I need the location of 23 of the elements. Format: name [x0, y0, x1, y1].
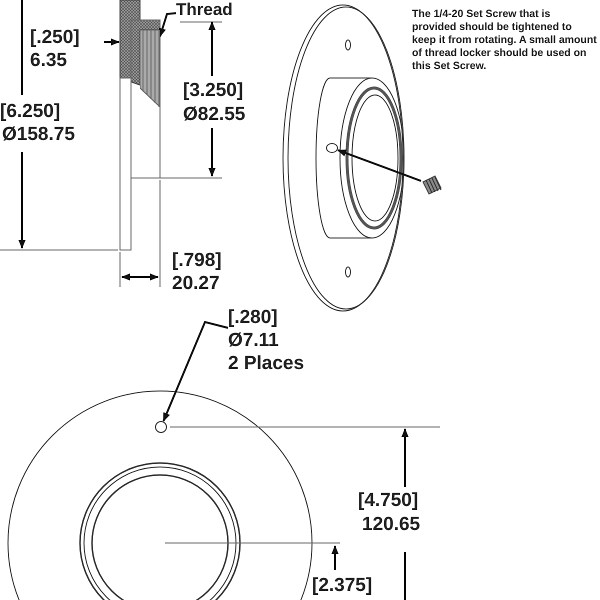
thread-section [140, 30, 160, 107]
dimension-text: [3.250] [183, 80, 244, 102]
set-screw-drawing [421, 174, 443, 196]
callout-text: Thread [176, 0, 234, 19]
note-text: The 1/4-20 Set Screw that is provided should be tightened to keep it from rotating. A small amount of thread locker should be used on this Set Screw. [412, 8, 597, 73]
dimension-text: 6.35 [30, 50, 67, 72]
dimension-text: 20.27 [172, 273, 220, 295]
callout-text: [.280] [228, 306, 279, 329]
mounting-hole [155, 421, 167, 433]
dimension-text: Ø158.75 [2, 124, 75, 146]
dimension-text: [6.250] [0, 101, 60, 123]
dimension-text: [.798] [172, 250, 222, 272]
leader-arrow [162, 320, 228, 422]
dimension-text: 120.65 [362, 514, 420, 536]
callout-text: Ø7.11 [228, 329, 280, 352]
callout-text: 2 Places [228, 352, 306, 375]
leader-arrow [158, 12, 176, 38]
dimension-text: [2.375] [312, 575, 372, 597]
dimension-text: [.250] [30, 27, 80, 49]
dimension-text: Ø82.55 [183, 104, 246, 126]
set-screw-hole [326, 143, 338, 153]
dimension-text: [4.750] [358, 490, 418, 512]
leader-arrow [337, 149, 422, 182]
